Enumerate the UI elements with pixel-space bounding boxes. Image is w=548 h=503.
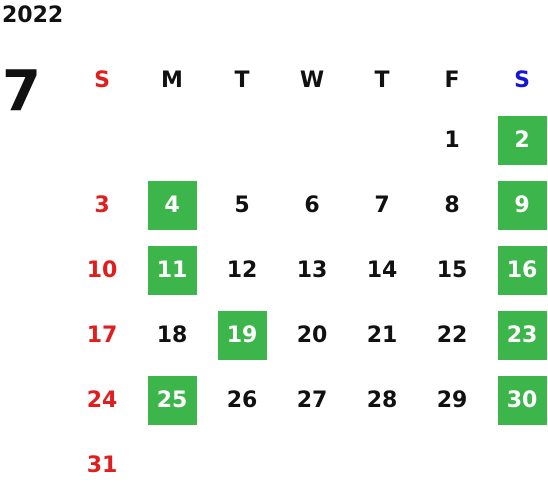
day-cell: 1: [417, 108, 487, 173]
weekday-header-wednesday: W: [299, 67, 325, 93]
day-number: [428, 441, 477, 490]
day-number: 5: [234, 193, 250, 218]
day-number: 15: [436, 258, 468, 283]
month-number: 7: [2, 59, 41, 124]
day-number-highlighted: 2: [497, 116, 547, 165]
day-cell: [67, 108, 137, 173]
day-cell: 15: [417, 238, 487, 303]
day-number-highlighted: 9: [497, 181, 547, 230]
day-number: 3: [94, 193, 110, 218]
day-cell: 16: [487, 238, 548, 303]
day-cell: 26: [207, 368, 277, 433]
day-cell: 2: [487, 108, 548, 173]
day-number: 7: [374, 193, 390, 218]
day-number-highlighted: 16: [497, 246, 547, 295]
day-cell: [137, 108, 207, 173]
day-cell: 20: [277, 303, 347, 368]
day-number: [358, 441, 407, 490]
day-cell: 12: [207, 238, 277, 303]
day-number: 24: [86, 388, 118, 413]
day-cell: 29: [417, 368, 487, 433]
day-cell: 30: [487, 368, 548, 433]
day-number-highlighted: 30: [497, 376, 547, 425]
day-number: 17: [86, 323, 118, 348]
day-cell: 18: [137, 303, 207, 368]
day-number: [78, 116, 127, 165]
day-number-highlighted: 19: [217, 311, 267, 360]
day-number: [218, 116, 267, 165]
day-cell: 8: [417, 173, 487, 238]
day-number: 20: [296, 323, 328, 348]
day-number-highlighted: 4: [147, 181, 197, 230]
day-cell: 14: [347, 238, 417, 303]
weekday-header-monday: M: [161, 67, 183, 93]
day-cell: 17: [67, 303, 137, 368]
day-number: 22: [436, 323, 468, 348]
day-number: [148, 116, 197, 165]
day-number: 31: [86, 453, 118, 478]
weekday-header-saturday: S: [514, 67, 530, 93]
day-number: [288, 116, 337, 165]
day-cell: 3: [67, 173, 137, 238]
day-number: 18: [156, 323, 188, 348]
day-cell: 23: [487, 303, 548, 368]
day-number: 14: [366, 258, 398, 283]
day-cell: 5: [207, 173, 277, 238]
day-cell: 27: [277, 368, 347, 433]
day-cell: [347, 108, 417, 173]
day-cell: 11: [137, 238, 207, 303]
day-number-highlighted: 11: [147, 246, 197, 295]
day-number: [148, 441, 197, 490]
day-cell: [137, 433, 207, 498]
year-label: 2022: [2, 3, 64, 28]
day-cell: [277, 108, 347, 173]
day-number: 26: [226, 388, 258, 413]
day-cell: [487, 433, 548, 498]
day-cell: 24: [67, 368, 137, 433]
day-cell: [417, 433, 487, 498]
weekday-header-thursday: T: [374, 67, 390, 93]
day-number: 12: [226, 258, 258, 283]
day-cell: 7: [347, 173, 417, 238]
day-cell: 31: [67, 433, 137, 498]
day-number: 10: [86, 258, 118, 283]
day-cell: 13: [277, 238, 347, 303]
day-cell: [347, 433, 417, 498]
day-cell: 10: [67, 238, 137, 303]
day-number: 13: [296, 258, 328, 283]
day-number: 6: [304, 193, 320, 218]
day-cell: 28: [347, 368, 417, 433]
day-number: [498, 441, 547, 490]
day-cell: [277, 433, 347, 498]
day-cell: [207, 433, 277, 498]
day-cell: 21: [347, 303, 417, 368]
weekday-header-tuesday: T: [234, 67, 250, 93]
day-cell: 22: [417, 303, 487, 368]
day-cell: 4: [137, 173, 207, 238]
day-number: 29: [436, 388, 468, 413]
day-cell: 6: [277, 173, 347, 238]
day-number-highlighted: 25: [147, 376, 197, 425]
day-number: [358, 116, 407, 165]
weekday-header-friday: F: [444, 67, 460, 93]
weekday-header-sunday: S: [94, 67, 110, 93]
day-number-highlighted: 23: [497, 311, 547, 360]
day-number: 27: [296, 388, 328, 413]
day-number: [218, 441, 267, 490]
day-number: 1: [444, 128, 460, 153]
day-cell: 25: [137, 368, 207, 433]
day-number: 21: [366, 323, 398, 348]
day-cell: [207, 108, 277, 173]
day-cell: 9: [487, 173, 548, 238]
day-number: 28: [366, 388, 398, 413]
day-number: 8: [444, 193, 460, 218]
day-number: [288, 441, 337, 490]
day-cell: 19: [207, 303, 277, 368]
